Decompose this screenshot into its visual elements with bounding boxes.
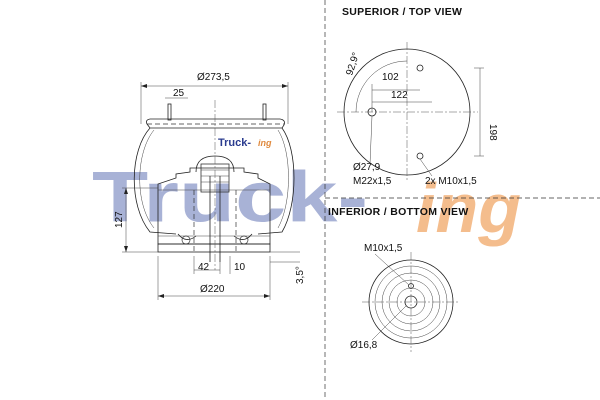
dim-bottom-diameter: Ø220 (200, 284, 225, 295)
top-view-header: SUPERIOR / TOP VIEW (342, 6, 462, 18)
base-cups (177, 233, 253, 240)
dim-10: 10 (234, 262, 246, 273)
dim-height: 127 (114, 211, 125, 228)
top-plate (146, 118, 285, 129)
arrow-127-bottom (124, 246, 128, 252)
dim-top-diameter: Ø273,5 (197, 72, 230, 83)
dim-m22: M22x1,5 (353, 176, 392, 187)
arrow-220-left (158, 294, 164, 298)
side-view: Ø273,5 25 Truck- ing (114, 72, 306, 300)
stud-right (262, 103, 267, 121)
logo-prefix: Truck- (218, 137, 251, 149)
bottom-view-header: INFERIOR / BOTTOM VIEW (328, 206, 469, 218)
dim-198: 198 (487, 124, 498, 141)
watermark-suffix: ing (416, 169, 521, 247)
arrow-127-top (124, 188, 128, 194)
leader-16-8 (371, 305, 407, 341)
top-hole-lower (416, 152, 424, 160)
top-hole-upper (416, 64, 424, 72)
top-view: SUPERIOR / TOP VIEW 92,9° 102 122 198 Ø2… (337, 6, 498, 187)
logo-suffix: ing (258, 138, 272, 148)
watermark: Truck- ing (92, 157, 521, 247)
arrow-left (141, 84, 147, 88)
angle-arc (355, 60, 408, 113)
base-hole-right (239, 235, 249, 245)
dim-offset-top: 25 (173, 88, 185, 99)
leader-m10 (419, 158, 433, 177)
bottom-view: INFERIOR / BOTTOM VIEW M10x1,5 Ø16,8 (328, 206, 469, 352)
base-hole-left (181, 235, 191, 245)
dim-m10-x2: 2x M10x1,5 (425, 176, 477, 187)
watermark-prefix: Truck- (92, 157, 368, 237)
dim-102: 102 (382, 72, 399, 83)
dim-angle: 3,5° (295, 266, 306, 284)
dim-diameter-16-8: Ø16,8 (350, 340, 378, 351)
leader-m10-bottom (374, 253, 410, 286)
dim-42: 42 (198, 262, 210, 273)
dim-diameter-27-9: Ø27,9 (353, 162, 381, 173)
dim-m10-bottom: M10x1,5 (364, 243, 403, 254)
leader-27-9 (369, 115, 373, 165)
bellow-outline (133, 127, 295, 235)
bellow-inner (139, 129, 289, 229)
arrow-right (282, 84, 288, 88)
arrow-220-right (264, 294, 270, 298)
stud-left (167, 103, 172, 121)
dim-122: 122 (391, 90, 408, 101)
dim-angle-top: 92,9° (344, 51, 362, 77)
bottom-plate (157, 243, 271, 253)
